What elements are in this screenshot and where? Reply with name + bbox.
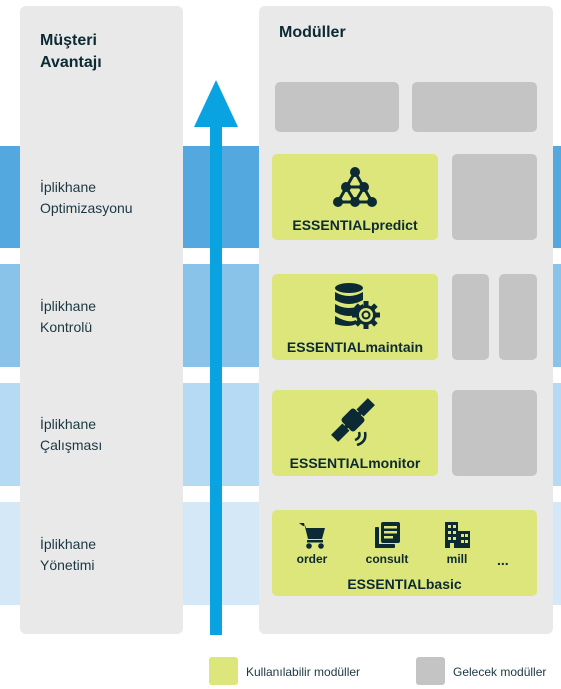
module-monitor[interactable]: ESSENTIALmonitor — [272, 390, 438, 476]
basic-item-mill-label: mill — [446, 552, 468, 566]
future-module-box — [499, 274, 537, 360]
module-basic-name: ESSENTIALbasic — [347, 576, 462, 592]
basic-item-order[interactable]: order — [282, 520, 342, 566]
legend-swatch-future — [416, 657, 445, 685]
level-label-operation: İplikhane Çalışması — [40, 416, 103, 453]
future-module-box — [452, 154, 537, 240]
module-basic[interactable]: order consult — [272, 510, 537, 596]
basic-item-mill[interactable]: mill — [427, 520, 487, 566]
legend-swatch-available — [209, 657, 238, 685]
network-nodes-icon — [333, 167, 377, 207]
more-items-ellipsis: ... — [497, 552, 509, 568]
satellite-icon — [331, 398, 375, 446]
future-module-box — [452, 390, 537, 476]
customer-benefit-title: Müşteri Avantajı — [40, 32, 102, 71]
basic-item-consult-label: consult — [365, 552, 409, 566]
level-label-optimization: İplikhane Optimizasyonu — [40, 179, 133, 216]
level-label-control: İplikhane Kontrolü — [40, 298, 97, 335]
module-predict[interactable]: ESSENTIALpredict — [272, 154, 438, 240]
database-gear-icon — [335, 283, 380, 329]
basic-item-consult[interactable]: consult — [357, 520, 417, 566]
future-module-box — [452, 274, 489, 360]
module-maintain[interactable]: ESSENTIALmaintain — [272, 274, 438, 360]
shopping-cart-icon — [299, 523, 325, 549]
basic-item-order-label: order — [296, 552, 328, 566]
module-predict-name: ESSENTIALpredict — [292, 217, 418, 233]
level-label-management: İplikhane Yönetimi — [40, 536, 97, 573]
document-icon — [375, 522, 400, 548]
module-maintain-name: ESSENTIALmaintain — [286, 339, 424, 355]
module-monitor-name: ESSENTIALmonitor — [289, 455, 421, 471]
legend-label-available: Kullanılabilir modüller — [246, 665, 361, 679]
benefit-arrow-shaft — [210, 126, 222, 635]
benefit-arrow-head — [194, 80, 238, 127]
legend-label-future: Gelecek modüller — [453, 665, 547, 679]
modules-title: Modüller — [279, 24, 346, 41]
future-module-box — [412, 82, 537, 132]
customer-benefit-column — [20, 6, 183, 634]
building-icon — [445, 522, 470, 548]
future-module-box — [275, 82, 399, 132]
